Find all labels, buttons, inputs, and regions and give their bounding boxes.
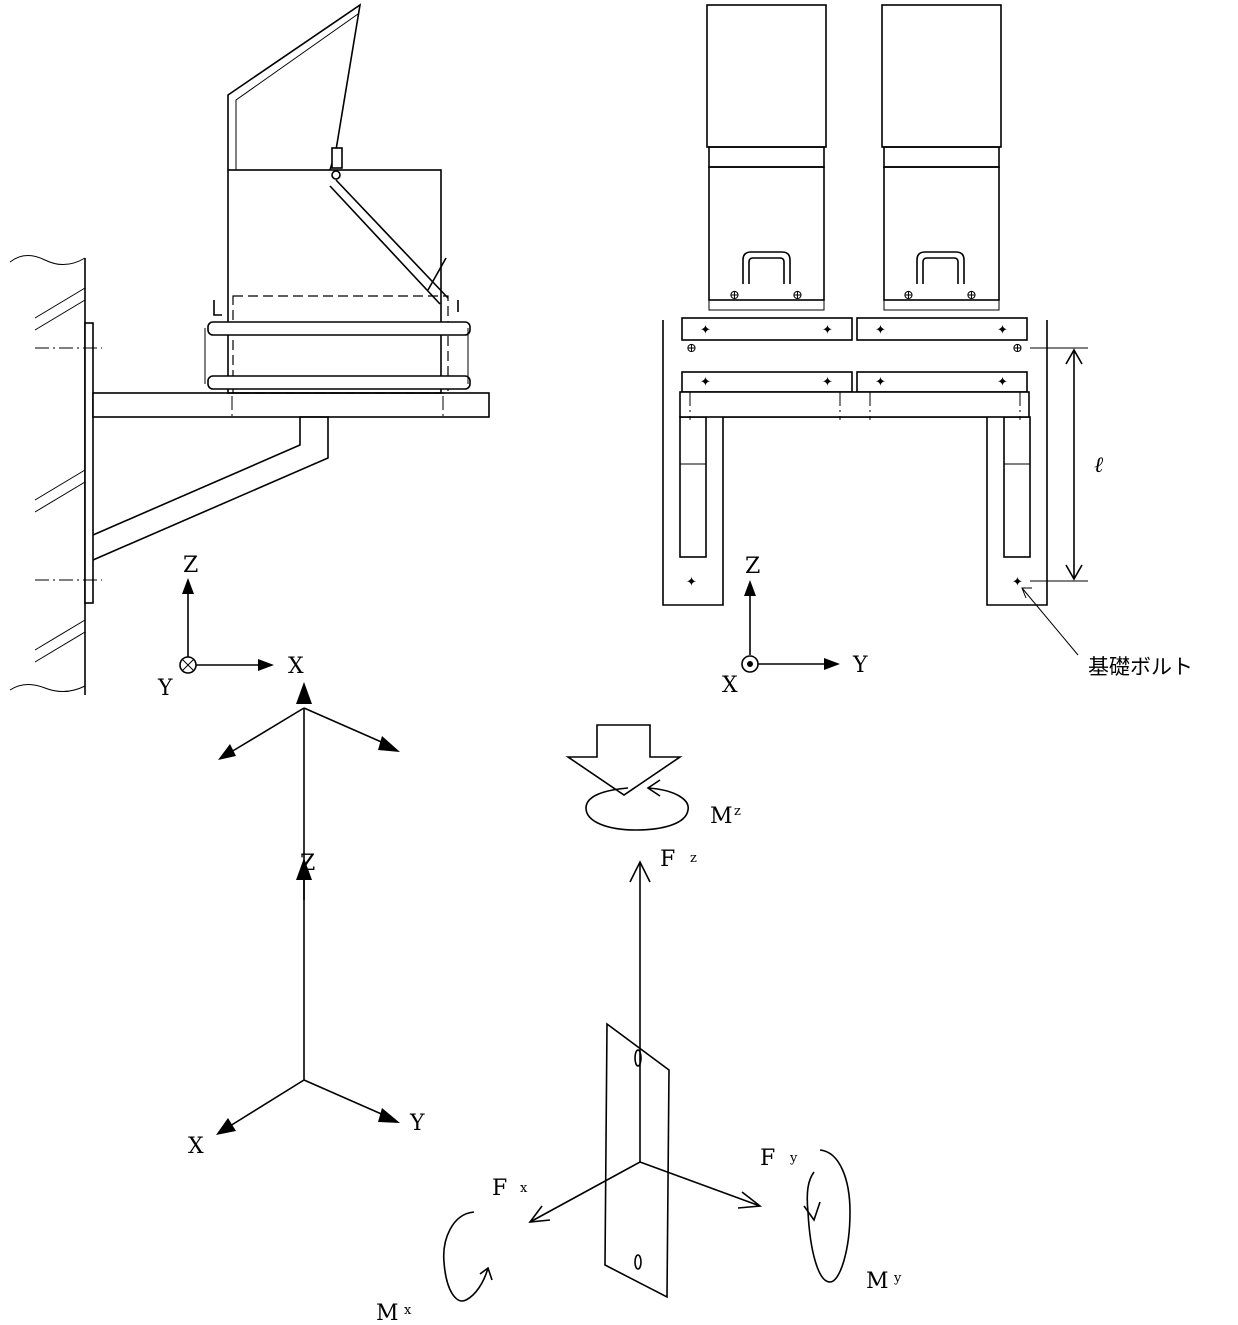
anchor-plate	[604, 1022, 670, 1299]
svg-text:✦: ✦	[875, 323, 886, 338]
gauge-right-body	[883, 166, 1000, 301]
svg-text:✦: ✦	[686, 575, 697, 590]
gauge-inner-container	[232, 295, 449, 394]
callout-leader	[1021, 587, 1079, 656]
gauge-right-mark-b: ⊕	[966, 288, 977, 303]
front-axis-y-label: Y	[852, 653, 868, 678]
fy-sub: y	[789, 1151, 798, 1166]
wall-break-top	[9, 255, 86, 265]
gauge-left-mark-b: ⊕	[792, 288, 803, 303]
gauge-left-mark-a: ⊕	[729, 288, 740, 303]
mz-sub: z	[734, 804, 741, 819]
moment-mx: F x M x	[376, 1176, 528, 1325]
lid-hinge	[331, 170, 341, 180]
side-axis-y-label: Y	[157, 676, 173, 701]
dimension-l-label: ℓ	[1094, 453, 1104, 478]
triad-x-label: X	[188, 1134, 204, 1159]
dimension-l: ℓ	[1030, 347, 1104, 582]
moment-mx-loop	[442, 1211, 489, 1302]
side-axis-z-label: Z	[183, 553, 198, 578]
stand-crossbeam	[679, 391, 1030, 418]
triad-y-label: Y	[409, 1111, 425, 1136]
plate-bolt-hole-upper	[634, 1049, 642, 1067]
global-axis-triad: Z X Y	[188, 682, 425, 1159]
front-view-axes: Z Y X	[722, 554, 868, 698]
plate-bolt-hole-lower	[634, 1254, 642, 1270]
wall-base-plate	[84, 322, 94, 604]
svg-text:✦: ✦	[700, 375, 711, 390]
svg-text:✦: ✦	[822, 375, 833, 390]
fz-sub: z	[690, 851, 697, 866]
force-fy-arrow	[639, 1161, 761, 1207]
mz-main: M	[710, 804, 733, 829]
moment-my-loop	[806, 1149, 851, 1283]
bolt-markers: ✦ ✦ ✦ ✦ ✦ ✦ ✦ ✦ ⊕ ⊕ ✦ ✦	[686, 323, 1023, 590]
gauge-body	[227, 169, 442, 394]
wall-hatching	[34, 287, 86, 663]
side-view-axes: Z X Y	[157, 553, 304, 701]
clamp-band-lower	[207, 375, 471, 390]
svg-text:✦: ✦	[700, 323, 711, 338]
clamp-band-upper	[207, 321, 471, 336]
foundation-bolt-label: 基礎ボルト	[1088, 655, 1193, 679]
transition-down-arrow	[565, 724, 683, 796]
svg-text:⊕: ⊕	[1012, 341, 1023, 356]
svg-text:✦: ✦	[875, 375, 886, 390]
front-view: ⊕ ⊕ ⊕ ⊕ ✦ ✦ ✦ ✦ ✦ ✦ ✦	[662, 4, 1193, 698]
moment-my: F y M y	[760, 1146, 902, 1294]
my-sub: y	[893, 1271, 902, 1286]
gauge-right-handle	[916, 251, 965, 284]
gauge-right-band	[883, 146, 1000, 168]
moment-mz-loop	[585, 787, 689, 831]
gauge-left-band	[708, 146, 825, 168]
svg-text:✦: ✦	[997, 375, 1008, 390]
front-axis-x-label: X	[722, 673, 738, 698]
side-axis-x-label: X	[288, 654, 304, 679]
mx-sub: x	[404, 1303, 412, 1318]
fz-main: F	[660, 847, 675, 872]
gauge-hood	[227, 3, 362, 171]
clamp-plate-upper-left	[681, 317, 853, 341]
leg-left-channel	[679, 416, 707, 558]
callout-arrowhead	[1021, 587, 1032, 599]
svg-text:✦: ✦	[822, 323, 833, 338]
gauge-left-body	[708, 166, 825, 301]
my-main: M	[866, 1269, 889, 1294]
mx-main: M	[376, 1301, 399, 1325]
anchor-plate-model	[528, 860, 763, 1299]
force-fx-arrow	[529, 1161, 641, 1223]
svg-text:✦: ✦	[1012, 575, 1023, 590]
leg-right-channel	[1003, 416, 1031, 558]
side-view: Z X Y	[9, 3, 490, 701]
triad-lines	[216, 858, 400, 1135]
lid-arm	[329, 179, 449, 305]
gauge-hood-inner	[235, 13, 359, 170]
clamp-plate-upper-right	[856, 317, 1028, 341]
lever-handle	[427, 257, 447, 291]
stand-frame	[662, 320, 1048, 606]
fx-main: F	[492, 1176, 507, 1201]
gauge-left-handle	[742, 251, 791, 284]
gauge-left-base	[708, 299, 825, 311]
diagonal-strut	[92, 416, 329, 561]
gauge-right-top	[881, 4, 1002, 148]
fy-main: F	[760, 1146, 775, 1171]
svg-text:✦: ✦	[997, 323, 1008, 338]
gauge-right-base	[883, 299, 1000, 311]
support-beam	[92, 392, 490, 418]
gauge-right-mark-a: ⊕	[903, 288, 914, 303]
band-clip	[213, 300, 459, 316]
lid-latch	[331, 147, 343, 169]
wall-break-bottom	[9, 684, 86, 692]
moment-mz: M z	[585, 779, 741, 831]
front-axis-z-label: Z	[745, 554, 760, 579]
gauge-left-top	[706, 4, 827, 148]
svg-text:⊕: ⊕	[686, 341, 697, 356]
fx-sub: x	[520, 1181, 528, 1196]
